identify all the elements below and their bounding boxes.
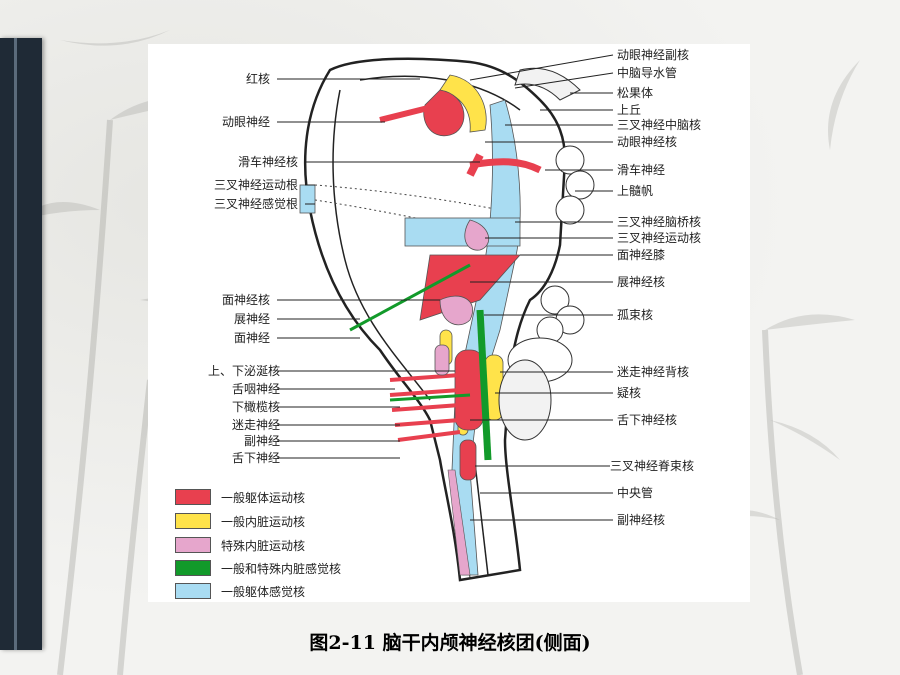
label-trigeminal-pontine-nucleus: 三叉神经脑桥核 <box>617 215 702 229</box>
label-genu-of-facial-nerve: 面神经膝 <box>617 248 666 262</box>
label-superior-medullary-velum: 上髓帆 <box>617 184 654 198</box>
legend-swatch-red <box>175 489 211 505</box>
right-leader-lines <box>469 54 614 521</box>
label-inferior-olivary-nucleus: 下橄榄核 <box>231 400 280 414</box>
left-dark-band <box>0 38 42 650</box>
label-hypoglossal-nerve: 舌下神经 <box>231 451 280 465</box>
legend-label: 一般躯体感觉核 <box>221 585 306 599</box>
label-oculomotor-nerve: 动眼神经 <box>221 115 270 129</box>
label-trigeminal-motor-nucleus: 三叉神经运动核 <box>617 231 702 245</box>
red-oculomotor-nucleus <box>423 89 465 137</box>
label-trochlear-nucleus: 滑车神经核 <box>237 155 298 169</box>
legend-label: 一般和特殊内脏感觉核 <box>221 562 342 576</box>
label-salivatory-nuclei: 上、下泌涎核 <box>207 364 280 378</box>
pink-special-visceral-motor <box>464 219 490 251</box>
label-trochlear-nerve: 滑车神经 <box>617 163 666 177</box>
label-glossopharyngeal-nerve: 舌咽神经 <box>231 382 280 396</box>
legend-label: 一般躯体运动核 <box>221 491 306 505</box>
legend-swatch-green <box>175 560 211 576</box>
figure-caption: 图2-11 脑干内颅神经核团(侧面) <box>309 632 591 654</box>
legend-label: 一般内脏运动核 <box>221 515 306 529</box>
label-trigeminal-sensory-root: 三叉神经感觉根 <box>213 197 298 211</box>
label-dorsal-vagal-nucleus: 迷走神经背核 <box>617 365 690 379</box>
green-solitary-nucleus <box>476 309 492 461</box>
left-band-stripe <box>14 38 17 650</box>
label-accessory-nucleus: 副神经核 <box>617 513 666 527</box>
label-trigeminal-motor-root: 三叉神经运动根 <box>213 178 298 192</box>
label-solitary-nucleus: 孤束核 <box>617 308 654 322</box>
label-oculomotor-nucleus: 动眼神经核 <box>617 135 678 149</box>
label-cerebral-aqueduct: 中脑导水管 <box>617 66 678 80</box>
label-spinal-trigeminal-nucleus: 三叉神经脊束核 <box>610 459 695 473</box>
legend-swatch-blue <box>175 583 211 599</box>
legend-label: 特殊内脏运动核 <box>221 539 306 553</box>
label-central-canal: 中央管 <box>617 486 654 500</box>
label-red-nucleus: 红核 <box>245 72 270 86</box>
label-pineal-body: 松果体 <box>617 86 654 100</box>
label-accessory-oculomotor-nucleus: 动眼神经副核 <box>617 48 690 62</box>
left-leader-lines <box>277 78 480 459</box>
label-abducens-nucleus: 展神经核 <box>617 275 666 289</box>
legend-swatch-pink <box>175 537 211 553</box>
label-abducens-nerve: 展神经 <box>233 312 270 326</box>
legend-swatch-yellow <box>175 513 211 529</box>
label-accessory-nerve: 副神经 <box>243 434 280 448</box>
label-facial-nucleus: 面神经核 <box>221 293 270 307</box>
label-hypoglossal-nucleus: 舌下神经核 <box>617 413 678 427</box>
label-vagus-nerve: 迷走神经 <box>231 418 280 432</box>
label-superior-colliculus: 上丘 <box>617 103 642 117</box>
label-facial-nerve: 面神经 <box>233 331 270 345</box>
label-trigeminal-mesencephalic-nucleus: 三叉神经中脑核 <box>617 118 702 132</box>
label-nucleus-ambiguus: 疑核 <box>617 386 642 400</box>
